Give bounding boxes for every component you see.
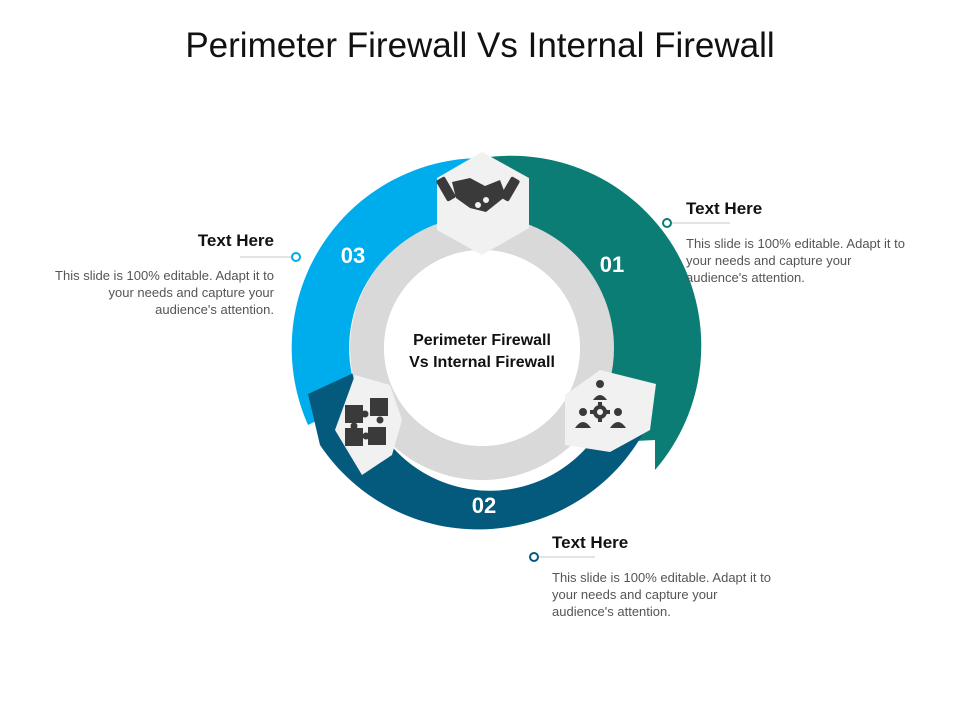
callout-01-heading: Text Here — [686, 199, 763, 218]
segment-number-02: 02 — [472, 493, 496, 518]
callout-02-heading: Text Here — [552, 533, 629, 552]
connector-01 — [662, 218, 730, 228]
team-gear-icon — [575, 380, 626, 428]
center-disc — [384, 250, 580, 446]
callout-01-body: This slide is 100% editable. Adapt it to… — [686, 236, 905, 285]
segment-number-01: 01 — [600, 252, 624, 277]
segment-03-arc — [291, 157, 482, 425]
callout-01: Text Here This slide is 100% editable. A… — [686, 199, 916, 286]
callout-03: Text Here This slide is 100% editable. A… — [44, 231, 274, 318]
callout-03-heading: Text Here — [197, 231, 274, 250]
handshake-icon — [436, 176, 520, 212]
center-title-line2: Vs Internal Firewall — [409, 354, 555, 371]
segment-02-arc — [308, 370, 645, 530]
segment-number-03: 03 — [341, 243, 365, 268]
callout-02: Text Here This slide is 100% editable. A… — [552, 533, 782, 620]
connector-03 — [240, 252, 301, 262]
callout-02-body: This slide is 100% editable. Adapt it to… — [552, 570, 771, 619]
center-title-line1: Perimeter Firewall — [413, 332, 551, 349]
puzzle-icon — [345, 398, 388, 446]
icon-tile-team — [565, 370, 656, 452]
callout-03-body: This slide is 100% editable. Adapt it to… — [55, 268, 274, 317]
slide-title: Perimeter Firewall Vs Internal Firewall — [185, 26, 775, 65]
connector-02 — [529, 552, 595, 562]
